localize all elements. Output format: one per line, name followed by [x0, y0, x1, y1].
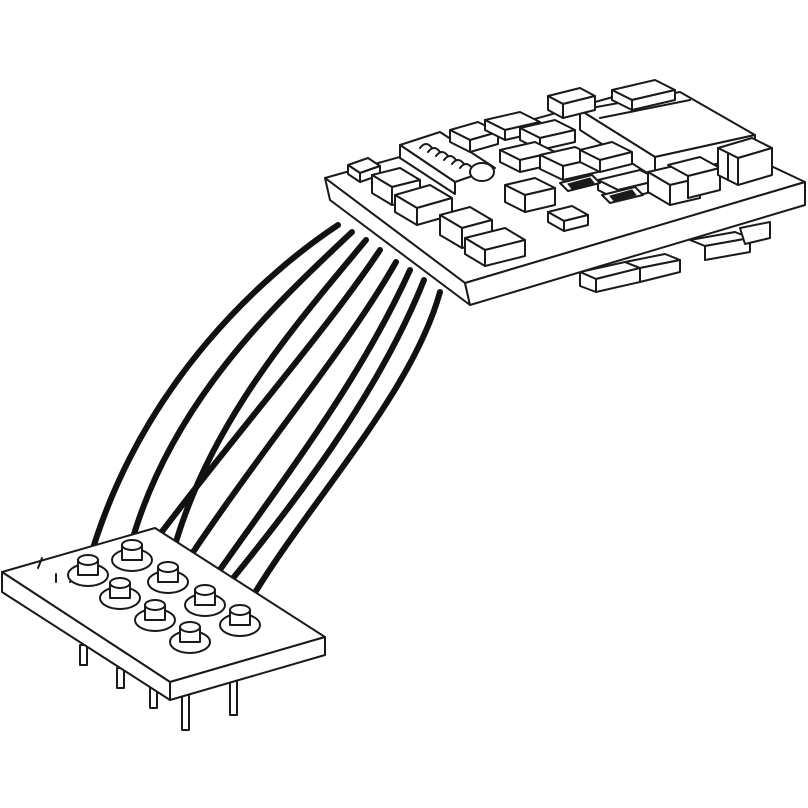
board-right-edge	[464, 181, 806, 306]
smd-transistor-1	[559, 174, 601, 192]
wire-1	[85, 222, 341, 568]
smd-component-k	[579, 141, 633, 173]
smd-component-b	[394, 184, 453, 226]
nem-plug	[1, 527, 326, 731]
smd-transistor-2	[601, 186, 644, 204]
inductor-coil	[399, 131, 496, 195]
wire-2	[127, 229, 355, 551]
smd-resistor	[547, 87, 596, 119]
plug-right-edge	[169, 636, 326, 701]
post-1	[67, 554, 109, 587]
wire-8	[237, 289, 443, 621]
smd-component-o	[717, 137, 773, 186]
post-6	[184, 584, 226, 617]
solder-posts	[67, 539, 261, 654]
post-3	[99, 577, 141, 610]
board-underside-components	[579, 221, 771, 293]
post-7	[169, 621, 211, 654]
smd-component-p	[547, 205, 589, 232]
post-2	[111, 539, 153, 572]
wire-6	[197, 267, 413, 601]
post-8	[219, 604, 261, 637]
smd-component-j	[504, 177, 556, 213]
smd-component-n	[667, 156, 721, 199]
post-4	[147, 561, 189, 594]
post-5	[134, 599, 176, 632]
decoder-board	[324, 79, 806, 306]
smd-capacitor	[611, 79, 676, 111]
wire-3	[165, 237, 369, 575]
smd-component-d	[464, 227, 526, 267]
